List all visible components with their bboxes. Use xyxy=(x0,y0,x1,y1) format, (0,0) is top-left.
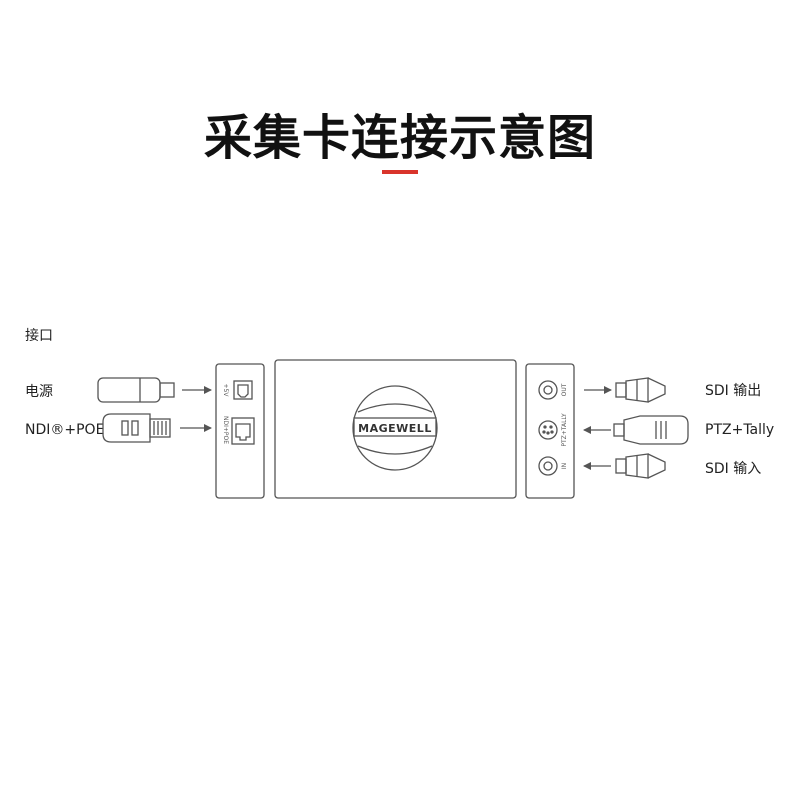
power-label: 电源 xyxy=(25,384,53,400)
ptz-tally-port-text: PTZ+TALLY xyxy=(561,413,568,447)
bnc-plug-icon xyxy=(615,453,666,479)
capture-device-body xyxy=(274,359,517,499)
rj45-port-icon xyxy=(231,417,255,445)
usb-b-port-icon xyxy=(233,380,253,400)
magewell-logo-icon xyxy=(352,385,438,471)
usb-b-plug-icon xyxy=(97,377,175,403)
mini-din-plug-icon xyxy=(613,415,689,445)
ndi-poe-port-text: NDI+POE xyxy=(222,416,229,444)
sdi-out-label: SDI 输出 xyxy=(705,383,762,399)
sdi-out-port-icon xyxy=(538,380,558,400)
ndi-poe-label: NDI®+POE xyxy=(25,422,105,438)
left-port-panel xyxy=(215,363,265,499)
in-port-text: IN xyxy=(561,463,568,469)
title-accent-bar xyxy=(382,170,418,174)
plus5v-port-text: +5V xyxy=(222,384,229,398)
interface-heading: 接口 xyxy=(25,328,53,344)
sdi-in-label: SDI 输入 xyxy=(705,461,762,477)
mini-din-port-icon xyxy=(538,420,558,440)
rj45-plug-icon xyxy=(102,413,171,443)
ptz-tally-label: PTZ+Tally xyxy=(705,422,775,438)
right-port-panel xyxy=(525,363,575,499)
device-brand-text: MAGEWELL xyxy=(358,422,432,435)
bnc-plug-icon xyxy=(615,377,666,403)
sdi-in-port-icon xyxy=(538,456,558,476)
page-title: 采集卡连接示意图 xyxy=(203,110,596,166)
out-port-text: OUT xyxy=(561,383,568,396)
